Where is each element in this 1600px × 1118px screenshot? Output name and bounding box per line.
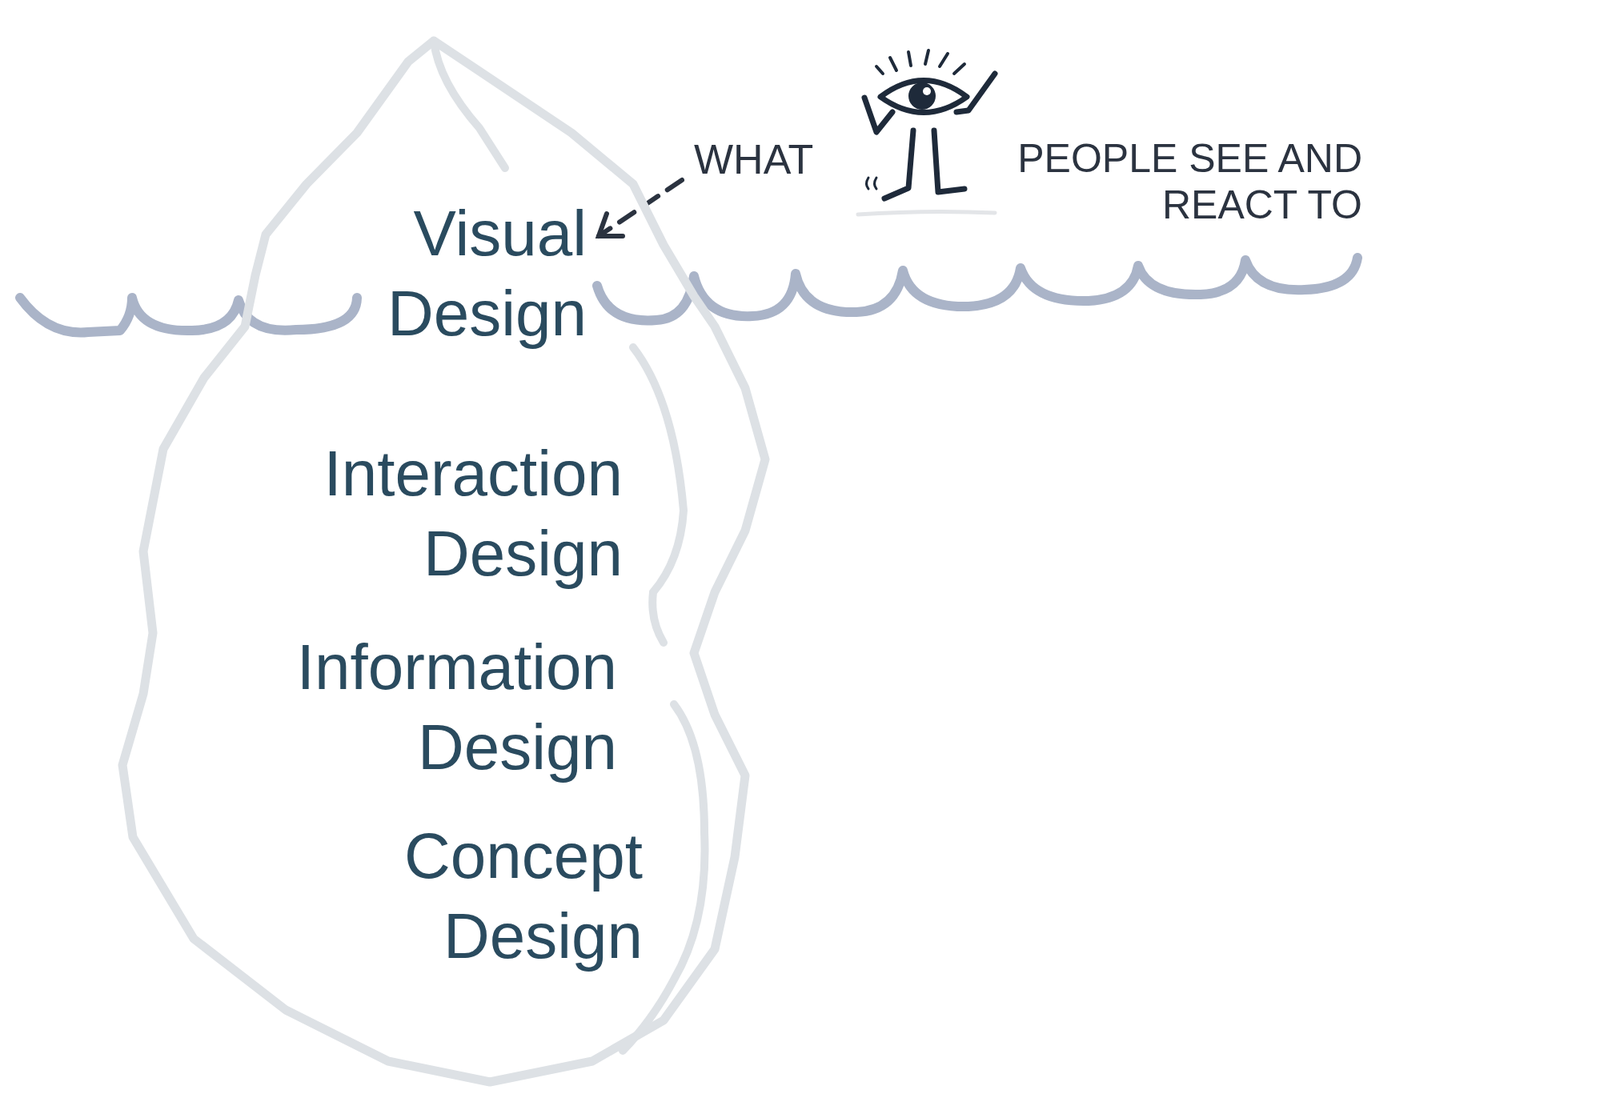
layer-title: Concept Design [404,816,643,977]
iceberg-ridge [433,40,506,169]
water-wave-right [597,257,1358,321]
iceberg: Visual DesignInteraction DesignInformati… [96,32,785,1097]
layer-title: Visual Design [387,193,587,354]
figure-arms [864,73,995,133]
eye-lashes [876,50,965,74]
arrow-head [598,213,623,237]
layer-title: Interaction Design [323,433,623,594]
water-wave-left [20,297,357,333]
motion-marks [866,177,878,189]
eye-pupil [908,82,936,110]
figure-ground [858,211,995,215]
iceberg-ridge [633,347,684,643]
eye-glint [922,87,931,96]
caption-text: PEOPLE SEE AND REACT TO [974,136,1363,229]
caption-text: WHAT [693,136,814,185]
eye-outline [880,80,967,113]
figure-legs [884,130,965,199]
layer-title: Information Design [296,627,618,788]
iceberg-edge [122,40,766,1083]
eye-figure [858,50,995,215]
